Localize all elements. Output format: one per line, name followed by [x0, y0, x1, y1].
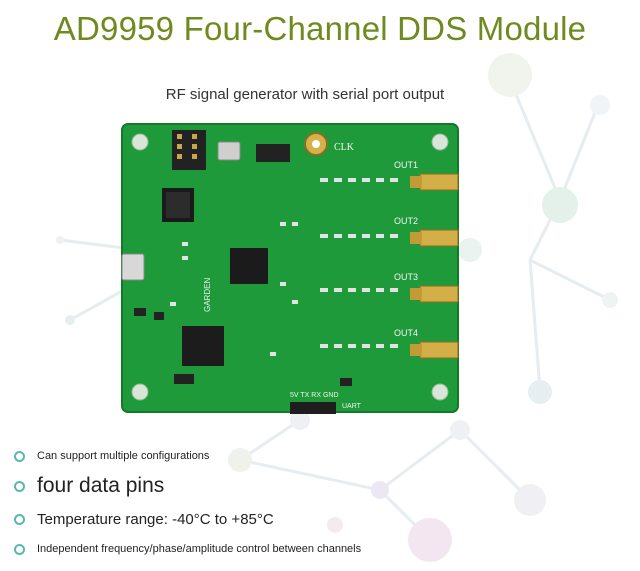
feature-item: Can support multiple configurations [14, 444, 624, 468]
uart-label: UART [342, 403, 362, 410]
out1-label: OUT1 [394, 160, 418, 170]
feature-item: Independent frequency/phase/amplitude co… [14, 534, 624, 564]
feature-text: Can support multiple configurations [37, 450, 210, 462]
circle-bullet-icon [14, 450, 25, 462]
circle-bullet-icon [14, 480, 25, 492]
circle-bullet-icon [14, 513, 25, 525]
feature-text: Temperature range: -40°C to +85°C [37, 510, 274, 528]
feature-list: Can support multiple configurations four… [14, 440, 624, 564]
feature-item: Temperature range: -40°C to +85°C [14, 504, 624, 534]
out3-label: OUT3 [394, 272, 418, 282]
feature-text: Independent frequency/phase/amplitude co… [37, 543, 362, 555]
circle-bullet-icon [14, 543, 25, 555]
page-title: AD9959 Four-Channel DDS Module [53, 10, 587, 47]
feature-text: four data pins [37, 474, 165, 497]
feature-item: four data pins [14, 468, 624, 504]
dds-module-board: CLK GARDEN OUT1 OUT2 OUT3 OUT4 5V TX RX … [121, 123, 459, 414]
out2-label: OUT2 [394, 216, 418, 226]
sma-connectors [410, 173, 459, 359]
page-subtitle: RF signal generator with serial port out… [165, 86, 445, 103]
garden-silk: GARDEN [203, 278, 212, 312]
clk-label: CLK [334, 142, 355, 153]
uart-pin-labels: 5V TX RX GND [290, 392, 339, 399]
out4-label: OUT4 [394, 328, 418, 338]
